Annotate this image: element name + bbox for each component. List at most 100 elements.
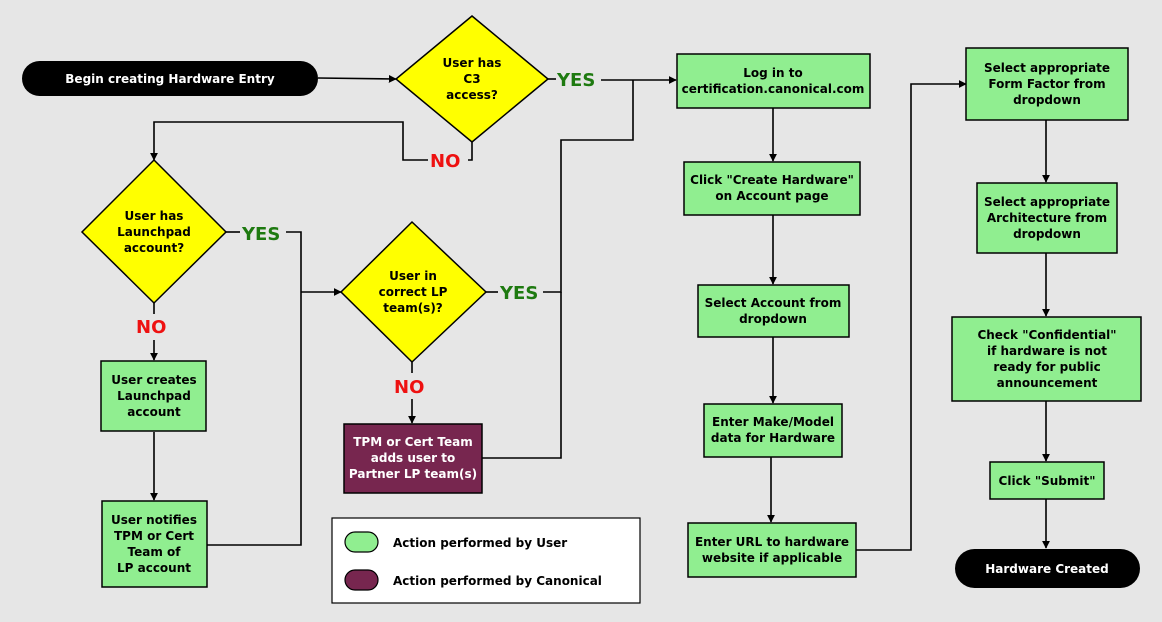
enter-make-line-1: Enter Make/Model	[712, 415, 834, 429]
notifies-tpm-line-3: Team of	[128, 545, 182, 559]
notifies-tpm-line-2: TPM or Cert	[114, 529, 194, 543]
begin-line-1: Begin creating Hardware Entry	[65, 72, 275, 86]
node-enter-url: Enter URL to hardware website if applicab…	[687, 522, 857, 578]
tpm-adds-line-3: Partner LP team(s)	[349, 467, 477, 481]
legend-user-swatch	[344, 531, 379, 553]
check-confidential-box	[951, 316, 1142, 402]
click-submit-box	[989, 461, 1105, 500]
select-form-line-1: Select appropriate	[984, 61, 1110, 75]
in-lp-team-line-1: User in	[389, 269, 437, 283]
tpm-adds-line-2: adds user to	[371, 451, 456, 465]
select-arch-line-1: Select appropriate	[984, 195, 1110, 209]
label-team-yes: YES	[499, 283, 538, 304]
legend-box	[331, 517, 641, 604]
select-form-line-2: Form Factor from	[988, 77, 1105, 91]
enter-make-label: Enter Make/Model data for Hardware	[711, 415, 835, 445]
enter-url-line-2: website if applicable	[702, 551, 842, 565]
c3-decision-shape	[394, 15, 550, 143]
has-c3-line-3: access?	[446, 88, 498, 102]
creates-launchpad-line-3: account	[127, 405, 181, 419]
check-conf-line-2: if hardware is not	[987, 344, 1107, 358]
select-account-line-1: Select Account from	[705, 296, 842, 310]
select-account-box	[697, 284, 850, 338]
click-create-line-2: on Account page	[715, 189, 828, 203]
creates-launchpad-line-2: Launchpad	[117, 389, 191, 403]
label-lp-yes: YES	[241, 224, 280, 245]
node-hardware-created: Hardware Created	[955, 549, 1140, 588]
node-check-confidential: Check "Confidential" if hardware is not re…	[951, 316, 1142, 402]
tpm-adds-label: TPM or Cert Team adds user to Partner LP t…	[349, 435, 477, 481]
node-select-account: Select Account from dropdown	[697, 284, 850, 338]
edge-c3-no-to-launchpad	[154, 121, 473, 160]
click-create-box	[683, 161, 861, 216]
connectors	[154, 74, 1050, 551]
creates-launchpad-box	[100, 360, 207, 432]
check-conf-line-1: Check "Confidential"	[977, 328, 1116, 342]
in-lp-team-line-2: correct LP	[379, 285, 448, 299]
created-terminal-shape	[955, 549, 1140, 588]
tpm-adds-line-1: TPM or Cert Team	[353, 435, 473, 449]
node-in-lp-team: User in correct LP team(s)?	[339, 220, 488, 364]
begin-terminal-shape	[22, 61, 318, 96]
in-lp-team-line-3: team(s)?	[383, 301, 443, 315]
enter-make-box	[703, 403, 843, 458]
legend-canonical-swatch	[344, 569, 379, 591]
notifies-tpm-line-1: User notifies	[111, 513, 197, 527]
select-form-line-3: dropdown	[1013, 93, 1081, 107]
login-line-2: certification.canonical.com	[682, 82, 865, 96]
has-c3-line-1: User has	[443, 56, 502, 70]
node-enter-make: Enter Make/Model data for Hardware	[703, 403, 843, 458]
node-click-create: Click "Create Hardware" on Account page	[683, 161, 861, 216]
select-form-box	[965, 47, 1129, 121]
lp-team-decision-shape	[339, 220, 488, 364]
has-c3-line-2: C3	[463, 72, 480, 86]
created-line-1: Hardware Created	[985, 562, 1109, 576]
label-team-no: NO	[394, 377, 424, 398]
lp-team-decision-label: User in correct LP team(s)?	[379, 269, 448, 315]
enter-make-line-2: data for Hardware	[711, 431, 835, 445]
select-arch-box	[976, 182, 1118, 254]
login-line-1: Log in to	[743, 66, 802, 80]
enter-url-line-1: Enter URL to hardware	[695, 535, 849, 549]
begin-label: Begin creating Hardware Entry	[65, 72, 275, 86]
login-box	[676, 53, 871, 109]
edge-labels: YES NO YES NO YES NO	[136, 70, 595, 398]
check-conf-line-3: ready for public	[993, 360, 1100, 374]
edge-url-to-form	[856, 80, 967, 551]
launchpad-decision-shape	[80, 158, 228, 305]
has-launchpad-line-1: User has	[125, 209, 184, 223]
has-launchpad-line-2: Launchpad	[117, 225, 191, 239]
node-login: Log in to certification.canonical.com	[676, 53, 871, 109]
click-submit-line-1: Click "Submit"	[999, 474, 1096, 488]
check-conf-line-4: announcement	[997, 376, 1098, 390]
click-create-line-1: Click "Create Hardware"	[690, 173, 854, 187]
click-submit-label: Click "Submit"	[999, 474, 1096, 488]
edge-team-yes-to-login	[543, 80, 634, 293]
legend-user-label: Action performed by User	[393, 536, 567, 550]
notifies-tpm-box	[101, 500, 208, 588]
tpm-adds-box	[343, 423, 483, 494]
created-label: Hardware Created	[985, 562, 1109, 576]
select-account-label: Select Account from dropdown	[705, 296, 842, 326]
check-confidential-label: Check "Confidential" if hardware is not re…	[977, 328, 1116, 390]
edge-lp-yes-trunk	[207, 231, 302, 546]
login-label: Log in to certification.canonical.com	[682, 66, 865, 96]
label-c3-no: NO	[430, 151, 460, 172]
enter-url-label: Enter URL to hardware website if applicab…	[695, 535, 849, 565]
edge-begin-to-c3	[317, 74, 397, 83]
label-c3-yes: YES	[556, 70, 595, 91]
select-arch-line-2: Architecture from	[987, 211, 1107, 225]
node-tpm-adds: TPM or Cert Team adds user to Partner LP t…	[343, 423, 483, 494]
node-click-submit: Click "Submit"	[989, 461, 1105, 500]
enter-url-box	[687, 522, 857, 578]
select-account-line-2: dropdown	[739, 312, 807, 326]
